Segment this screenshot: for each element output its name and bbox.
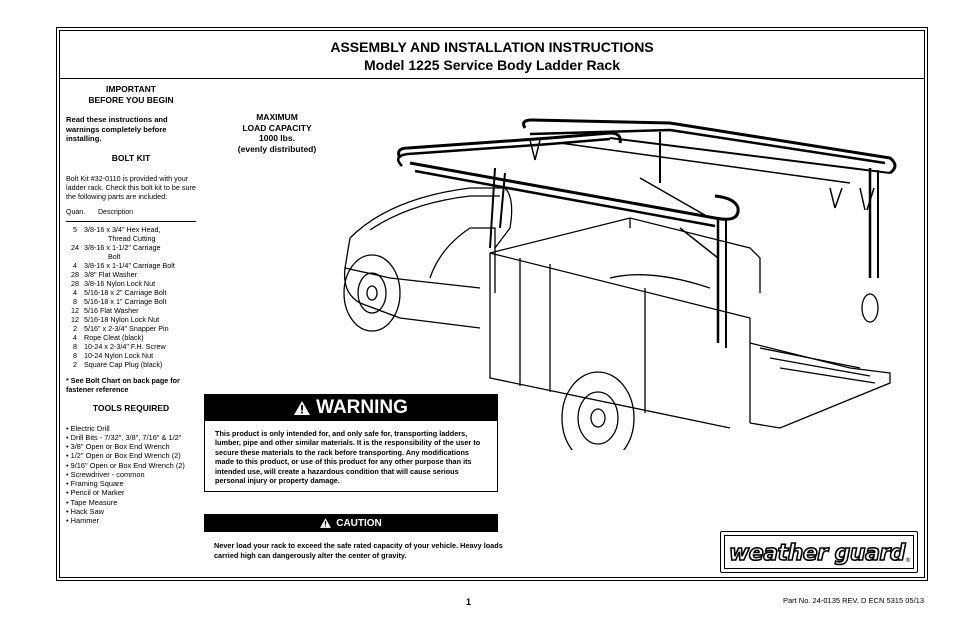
part-qty: 28 [71, 270, 79, 280]
col-quan: Quan. [66, 209, 86, 217]
caution-bar: CAUTION [204, 514, 498, 532]
part-qty: 24 [71, 243, 79, 253]
part-number: Part No. 24-0135 REV. D ECN 5315 05/13 [782, 596, 924, 605]
part-description: 3/8" Flat Washer [84, 270, 138, 280]
tools-list: • Electric Drill• Drill Bits - 7/32", 3/… [66, 424, 196, 526]
part-description: 10-24 x 2-3/4" F.H. Screw [84, 342, 166, 352]
warning-triangle-icon [320, 518, 332, 528]
tool-item: • Screwdriver - common [66, 469, 145, 479]
tool-item: • 9/16" Open or Box End Wrench (2) [66, 460, 185, 470]
part-qty: 2 [73, 324, 77, 334]
tool-item: • 3/8" Open or Box End Wrench [66, 442, 170, 452]
part-qty: 2 [73, 360, 77, 370]
part-description: Square Cap Plug (black) [84, 360, 163, 370]
part-description: 5/16-18 x 2" Carriage Bolt [84, 288, 167, 298]
parts-row: 5 3/8-16 x 3/4" Hex Head,Thread Cutting [66, 225, 196, 243]
warning-text: This product is only intended for, and o… [215, 429, 481, 486]
tool-item: • Electric Drill [66, 423, 110, 433]
document-header: ASSEMBLY AND INSTALLATION INSTRUCTIONS M… [60, 31, 924, 79]
part-qty: 4 [73, 261, 77, 271]
tool-item: • Pencil or Marker [66, 488, 125, 498]
bolt-chart-note: * See Bolt Chart on back page for fasten… [66, 376, 180, 395]
parts-row: 28 3/8" Flat Washer [66, 270, 196, 279]
load-capacity: MAXIMUM LOAD CAPACITY 1000 lbs. (evenly … [237, 112, 317, 154]
part-description: 3/8-16 Nylon Lock Nut [84, 279, 156, 289]
page-number: 1 [466, 597, 472, 607]
part-qty: 8 [73, 342, 77, 352]
parts-row: 4 Rope Cleat (black) [66, 333, 196, 342]
parts-row: 4 3/8-16 x 1-1/4" Carriage Bolt [66, 261, 196, 270]
tool-item: • Drill Bits - 7/32", 3/8", 7/16" & 1/2" [66, 432, 182, 442]
part-qty: 5 [73, 225, 77, 235]
part-description: 10-24 Nylon Lock Nut [84, 351, 154, 361]
truck-ladder-rack-illustration [343, 118, 897, 450]
logo-text: weather guard [729, 541, 906, 566]
warning-triangle-icon [294, 401, 311, 415]
inner-border [59, 30, 925, 578]
warning-label: WARNING [316, 397, 408, 418]
parts-row: 2 Square Cap Plug (black) [66, 360, 196, 369]
outer-border [56, 27, 928, 581]
part-description: 5/16" x 2-3/4" Snapper Pin [84, 324, 169, 334]
parts-row: 2 5/16" x 2-3/4" Snapper Pin [66, 324, 196, 333]
part-qty: 4 [73, 288, 77, 298]
weather-guard-logo: weather guard ® [720, 531, 918, 573]
left-column: IMPORTANT BEFORE YOU BEGIN Read these in… [66, 84, 196, 525]
caution-label: CAUTION [336, 517, 382, 529]
part-qty: 8 [73, 297, 77, 307]
parts-row: 8 10-24 x 2-3/4" F.H. Screw [66, 342, 196, 351]
parts-row: 8 10-24 Nylon Lock Nut [66, 351, 196, 360]
part-qty: 8 [73, 351, 77, 361]
part-description: 5/16 Flat Washer [84, 306, 139, 316]
part-qty: 12 [71, 306, 79, 316]
warning-box: WARNING This product is only intended fo… [204, 394, 498, 492]
parts-row: 4 5/16-18 x 2" Carriage Bolt [66, 288, 196, 297]
part-description: 5/16-18 x 1" Carriage Bolt [84, 297, 167, 307]
tool-item: • Framing Square [66, 479, 124, 489]
tools-heading: TOOLS REQUIRED [92, 403, 170, 414]
part-description: Rope Cleat (black) [84, 333, 144, 343]
part-qty: 28 [71, 279, 79, 289]
part-qty: 4 [73, 333, 77, 343]
parts-row: 12 5/16-18 Nylon Lock Nut [66, 315, 196, 324]
part-description: 3/8-16 x 3/4" Hex Head,Thread Cutting [84, 225, 161, 244]
tool-item: • Tape Measure [66, 497, 118, 507]
tool-item: • Hack Saw [66, 506, 104, 516]
parts-row: 12 5/16 Flat Washer [66, 306, 196, 315]
logo-wordmark: weather guard ® [728, 540, 911, 567]
parts-row: 28 3/8-16 Nylon Lock Nut [66, 279, 196, 288]
document-subtitle: Model 1225 Service Body Ladder Rack [364, 57, 620, 73]
part-description: 3/8-16 x 1-1/4" Carriage Bolt [84, 261, 175, 271]
parts-table-header: Quan. Description [66, 209, 196, 223]
part-description: 5/16-18 Nylon Lock Nut [84, 315, 160, 325]
important-text: Read these instructions and warnings com… [66, 115, 168, 144]
document-title: ASSEMBLY AND INSTALLATION INSTRUCTIONS [330, 39, 654, 55]
parts-row: 8 5/16-18 x 1" Carriage Bolt [66, 297, 196, 306]
tool-item: • Hammer [66, 516, 99, 526]
registered-mark: ® [905, 557, 911, 564]
col-description: Description [98, 209, 134, 217]
tool-item: • 1/2" Open or Box End Wrench (2) [66, 451, 181, 461]
bolt-kit-intro: Bolt Kit #32-0110 is provided with your … [66, 174, 196, 202]
bolt-kit-heading: BOLT KIT [111, 152, 151, 163]
part-qty: 12 [71, 315, 79, 325]
caution-text: Never load your rack to exceed the safe … [214, 541, 503, 560]
important-heading: IMPORTANT BEFORE YOU BEGIN [88, 84, 174, 105]
warning-bar: WARNING [205, 395, 497, 421]
